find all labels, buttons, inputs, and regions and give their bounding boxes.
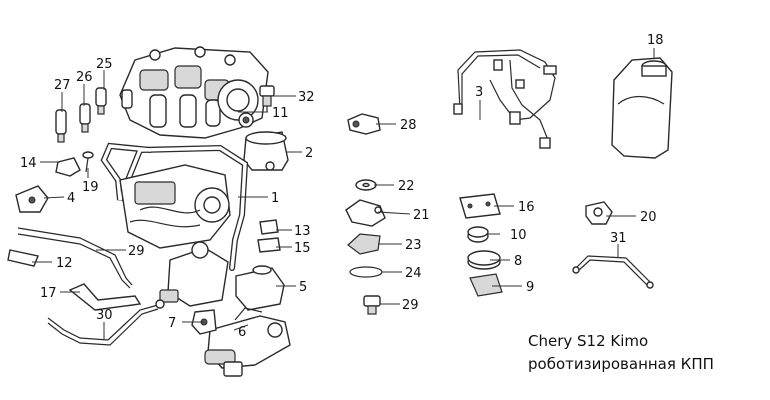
pipe-30 bbox=[47, 299, 165, 346]
callout-21: 21 bbox=[413, 208, 430, 223]
callout-6: 6 bbox=[238, 325, 246, 340]
callout-labels: 1 2 3 4 5 6 7 8 9 10 11 12 13 14 15 16 1… bbox=[20, 33, 664, 340]
callout-25: 25 bbox=[96, 57, 113, 72]
callout-20: 20 bbox=[640, 210, 657, 225]
bracket-20 bbox=[585, 201, 613, 225]
callout-16: 16 bbox=[518, 200, 535, 215]
callout-5: 5 bbox=[299, 280, 307, 295]
wiring-harness-3 bbox=[453, 49, 557, 149]
callout-8: 8 bbox=[514, 254, 522, 269]
plate-9 bbox=[469, 273, 503, 297]
callout-17: 17 bbox=[40, 286, 57, 301]
shield-23 bbox=[347, 233, 381, 255]
washer-22 bbox=[355, 179, 377, 191]
bracket-16 bbox=[459, 193, 501, 219]
sensor-29 bbox=[363, 295, 381, 315]
pipe-31 bbox=[572, 255, 654, 289]
sensor-28 bbox=[347, 113, 381, 135]
callout-4: 4 bbox=[67, 191, 75, 206]
ring-24 bbox=[349, 266, 383, 278]
callout-31: 31 bbox=[610, 231, 627, 246]
callout-7: 7 bbox=[168, 316, 176, 331]
solenoid-valves bbox=[55, 87, 133, 143]
callout-18: 18 bbox=[647, 33, 664, 48]
callout-28: 28 bbox=[400, 118, 417, 133]
callout-26: 26 bbox=[76, 70, 93, 85]
callout-10: 10 bbox=[510, 228, 527, 243]
callout-13: 13 bbox=[294, 224, 311, 239]
callout-32: 32 bbox=[298, 90, 315, 105]
callout-2: 2 bbox=[305, 146, 313, 161]
seal-8 bbox=[467, 250, 501, 270]
bracket-17 bbox=[68, 283, 142, 311]
callout-19: 19 bbox=[82, 180, 99, 195]
bracket-4 bbox=[15, 185, 49, 213]
bracket-12 bbox=[7, 249, 39, 267]
callout-14: 14 bbox=[20, 156, 37, 171]
gearbox-actuator-housing bbox=[119, 46, 269, 139]
callout-29a: 29 bbox=[128, 244, 145, 259]
callout-15: 15 bbox=[294, 241, 311, 256]
pump-motor bbox=[159, 241, 229, 307]
connector-13 bbox=[259, 219, 279, 235]
plate-21 bbox=[345, 199, 386, 227]
callout-11: 11 bbox=[272, 106, 289, 121]
callout-3: 3 bbox=[475, 85, 483, 100]
pressure-sensor-32 bbox=[259, 85, 275, 112]
clutch-actuator-6 bbox=[204, 307, 291, 377]
callout-9: 9 bbox=[526, 280, 534, 295]
sensor-11 bbox=[238, 112, 254, 128]
callout-1: 1 bbox=[271, 191, 279, 206]
bushing-10 bbox=[467, 226, 489, 243]
callout-12: 12 bbox=[56, 256, 73, 271]
caption-transmission: роботизированная КПП bbox=[528, 355, 714, 373]
callout-29b: 29 bbox=[402, 298, 419, 313]
oil-container-18 bbox=[611, 57, 673, 159]
diagram-caption: Chery S12 Kimo роботизированная КПП bbox=[528, 330, 714, 376]
connector-15 bbox=[257, 237, 281, 253]
callout-27: 27 bbox=[54, 78, 71, 93]
callout-23: 23 bbox=[405, 238, 422, 253]
sensor-14 bbox=[55, 157, 81, 177]
leader-lines bbox=[32, 48, 655, 340]
bolt-19 bbox=[82, 151, 94, 173]
fluid-reservoir-5 bbox=[235, 265, 285, 311]
callout-22: 22 bbox=[398, 179, 415, 194]
oil-filter-2 bbox=[243, 131, 289, 171]
pump-valve-body bbox=[119, 164, 231, 249]
callout-30: 30 bbox=[96, 308, 113, 323]
pipe-29 bbox=[17, 227, 133, 289]
callout-24: 24 bbox=[405, 266, 422, 281]
caption-model: Chery S12 Kimo bbox=[528, 332, 649, 350]
hydraulic-hose-1 bbox=[100, 142, 249, 271]
